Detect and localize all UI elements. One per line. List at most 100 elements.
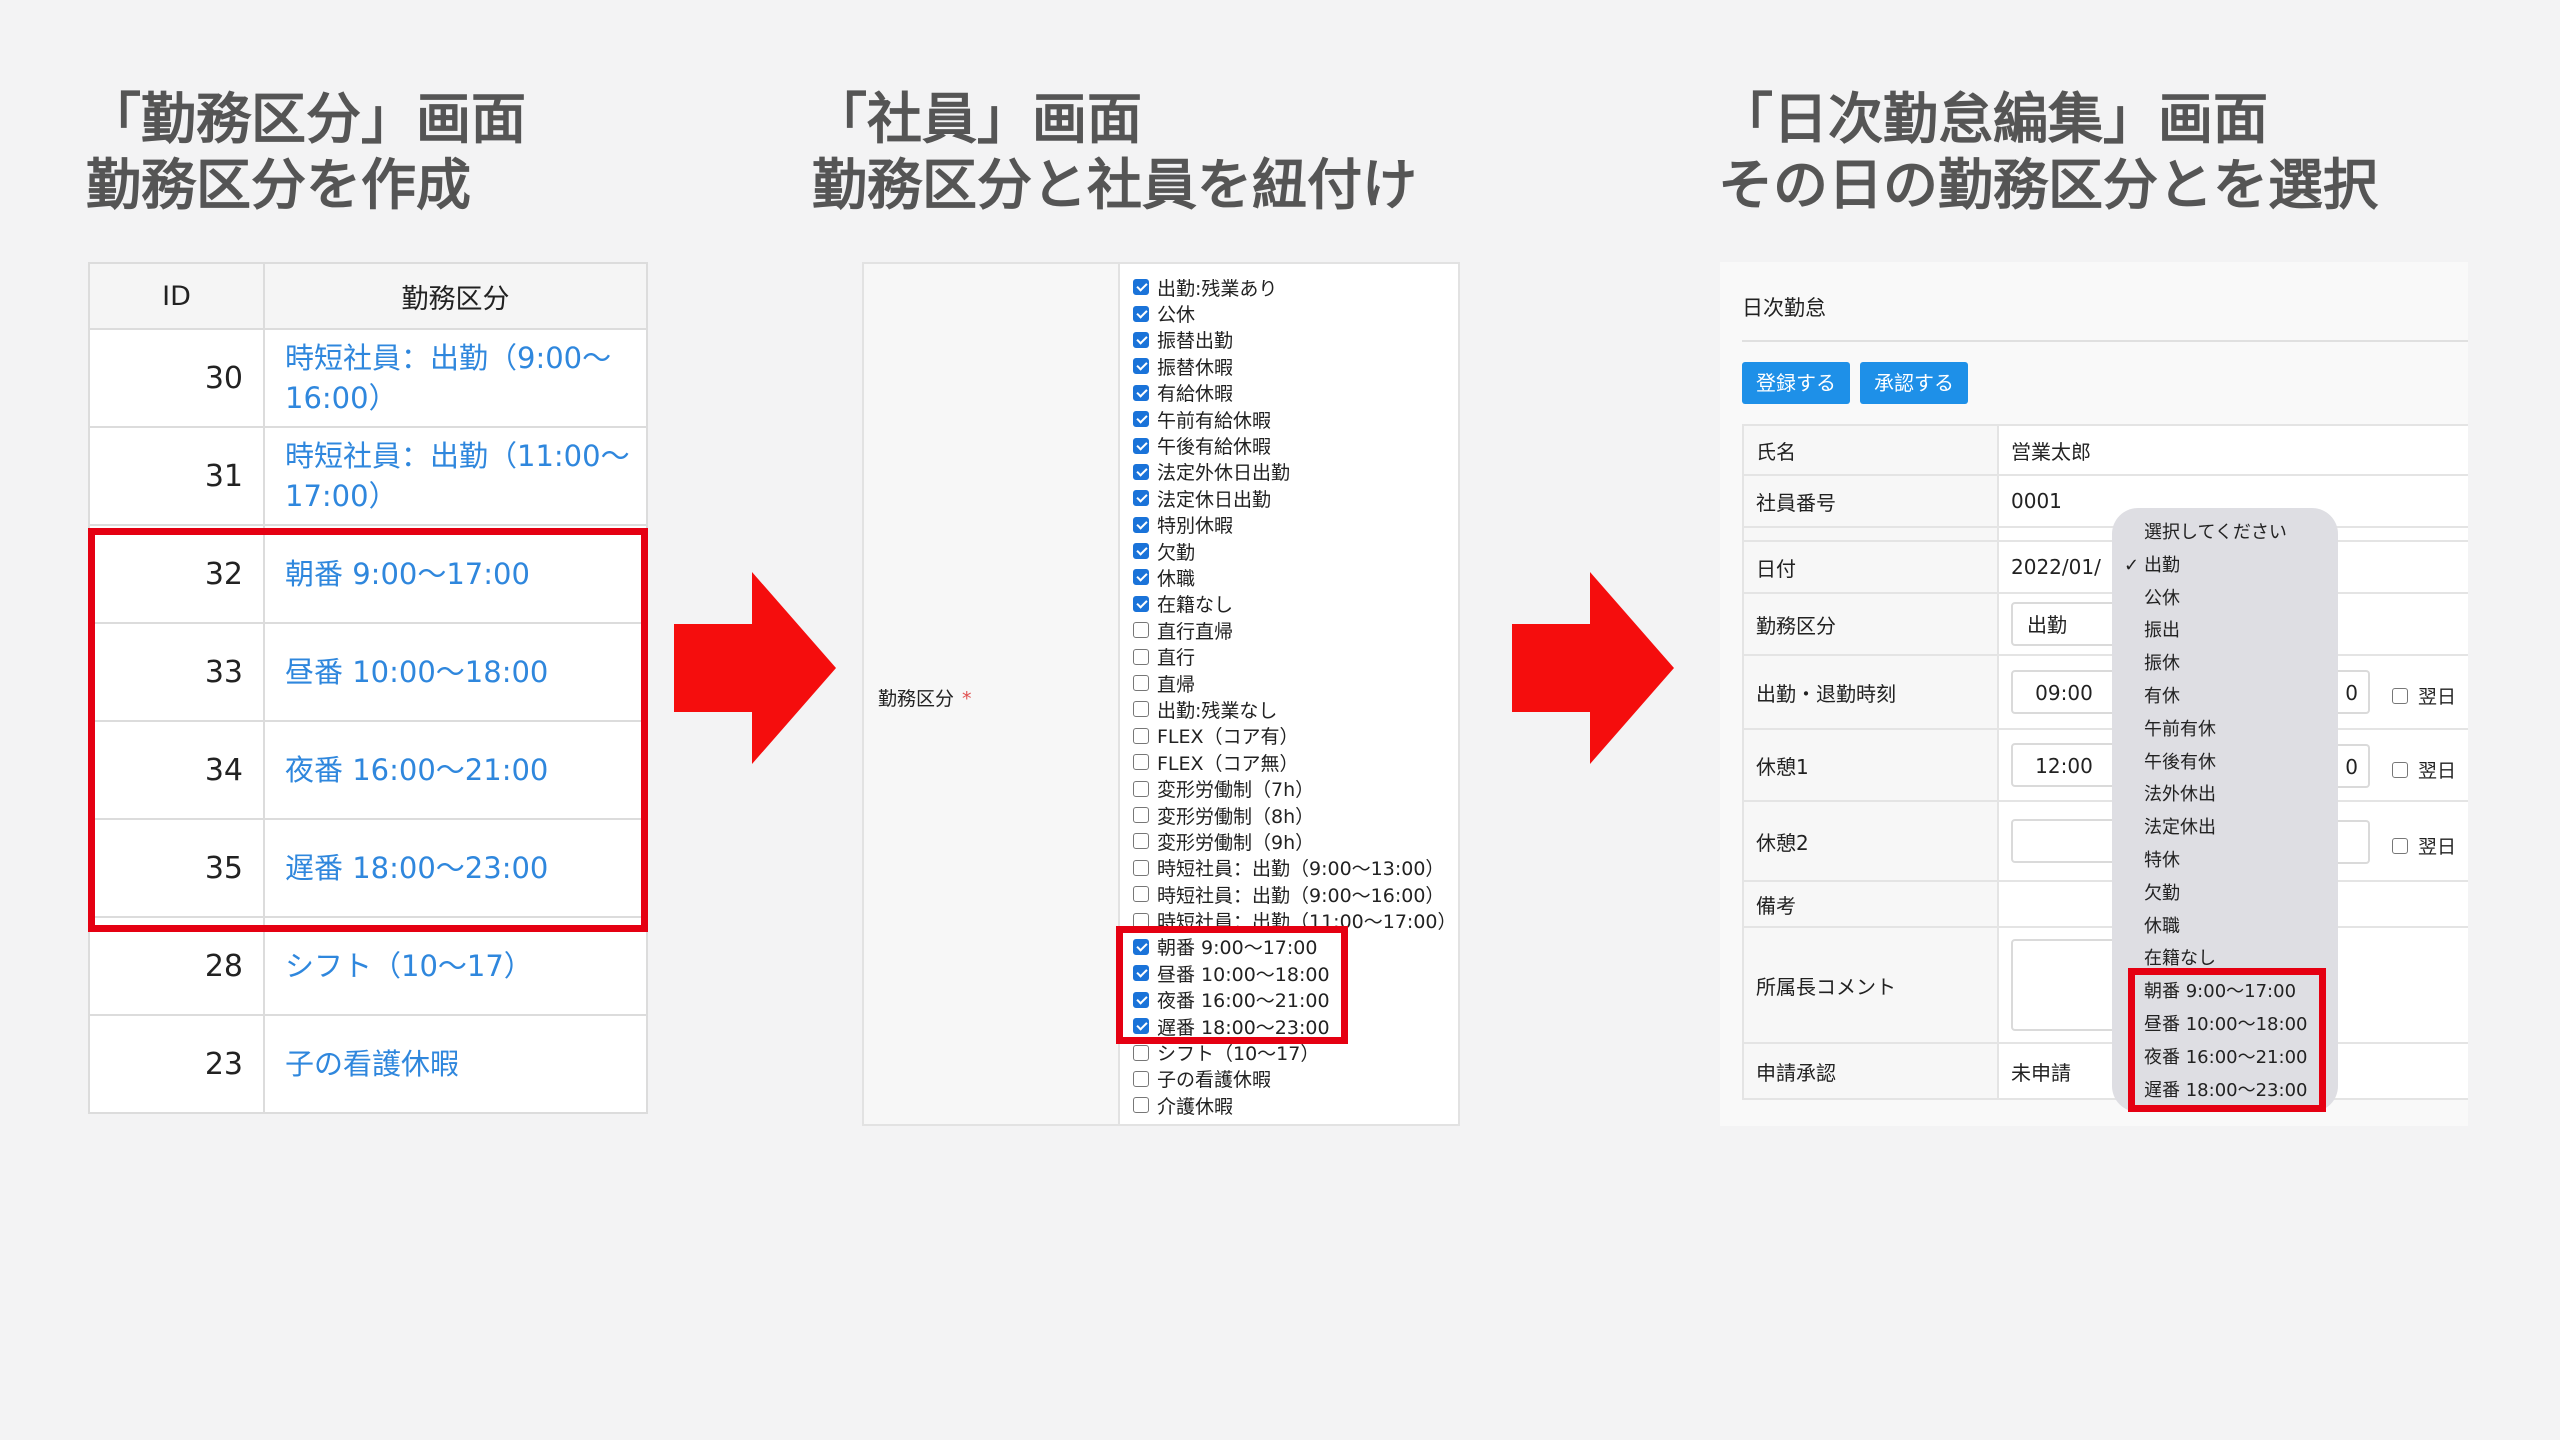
kinmu-checkbox-item[interactable]: 出勤:残業あり (1133, 274, 1457, 300)
checkbox[interactable] (2392, 837, 2408, 854)
kinmu-checkbox-item[interactable]: 昼番 10:00〜18:00 (1133, 960, 1457, 986)
checkbox-unchecked[interactable] (1133, 675, 1149, 692)
kinmu-checkbox-item[interactable]: 直行直帰 (1133, 617, 1457, 643)
checkbox-unchecked[interactable] (1133, 754, 1149, 771)
checkbox-unchecked[interactable] (1133, 833, 1149, 850)
checkbox-checked[interactable] (1133, 595, 1149, 612)
kinmu-link[interactable]: 時短社員：出勤（9:00〜16:00） (263, 328, 648, 428)
kinmu-link[interactable]: 夜番 16:00〜21:00 (263, 720, 648, 820)
kinmu-link[interactable]: 子の看護休暇 (263, 1014, 648, 1114)
kinmu-checkbox-item[interactable]: FLEX（コア有） (1133, 723, 1457, 749)
break2-start-input[interactable] (2011, 819, 2117, 863)
kinmu-checkbox-item[interactable]: 夜番 16:00〜21:00 (1133, 987, 1457, 1013)
next-day-checkbox-time[interactable]: 翌日 (2392, 682, 2456, 709)
kinmu-checkbox-item[interactable]: 特別休暇 (1133, 512, 1457, 538)
checkbox-checked[interactable] (1133, 543, 1149, 560)
break1-start-input[interactable]: 12:00 (2011, 743, 2117, 787)
dropdown-option[interactable]: 欠勤 (2112, 878, 2338, 911)
checkbox-checked[interactable] (1133, 938, 1149, 955)
dropdown-option[interactable]: 公休 (2112, 583, 2338, 616)
kinmu-checkbox-item[interactable]: 遅番 18:00〜23:00 (1133, 1013, 1457, 1039)
next-day-checkbox-break2[interactable]: 翌日 (2392, 832, 2456, 859)
dropdown-option[interactable]: 在籍なし (2112, 943, 2338, 976)
kinmu-link[interactable]: 昼番 10:00〜18:00 (263, 622, 648, 722)
checkbox-checked[interactable] (1133, 490, 1149, 507)
dropdown-option[interactable]: 遅番 18:00〜23:00 (2112, 1075, 2338, 1108)
checkbox-checked[interactable] (1133, 569, 1149, 586)
kinmu-checkbox-item[interactable]: 在籍なし (1133, 591, 1457, 617)
kinmu-checkbox-item[interactable]: 朝番 9:00〜17:00 (1133, 934, 1457, 960)
kinmu-checkbox-item[interactable]: 変形労働制（8h） (1133, 802, 1457, 828)
kinmu-checkbox-item[interactable]: 子の看護休暇 (1133, 1066, 1457, 1092)
dropdown-option[interactable]: 朝番 9:00〜17:00 (2112, 976, 2338, 1009)
kinmu-checkbox-item[interactable]: FLEX（コア無） (1133, 749, 1457, 775)
checkbox-checked[interactable] (1133, 411, 1149, 428)
dropdown-option[interactable]: 午前有休 (2112, 714, 2338, 747)
kinmu-checkbox-item[interactable]: 直行 (1133, 643, 1457, 669)
kinmu-checkbox-item[interactable]: 振替休暇 (1133, 353, 1457, 379)
dropdown-option[interactable]: 休職 (2112, 911, 2338, 944)
dropdown-option[interactable]: 振出 (2112, 615, 2338, 648)
kinmu-checkbox-item[interactable]: 変形労働制（9h） (1133, 828, 1457, 854)
checkbox-checked[interactable] (1133, 384, 1149, 401)
kinmu-checkbox-item[interactable]: 休職 (1133, 564, 1457, 590)
checkbox-checked[interactable] (1133, 437, 1149, 454)
checkbox-label: 在籍なし (1157, 594, 1234, 617)
kinmu-checkbox-item[interactable]: 時短社員：出勤（9:00〜16:00） (1133, 881, 1457, 907)
kinmu-checkbox-item[interactable]: 法定休日出勤 (1133, 485, 1457, 511)
approve-button[interactable]: 承認する (1860, 362, 1968, 404)
kinmu-checkbox-item[interactable]: 振替出勤 (1133, 327, 1457, 353)
dropdown-option[interactable]: 昼番 10:00〜18:00 (2112, 1009, 2338, 1042)
checkbox-unchecked[interactable] (1133, 1097, 1149, 1114)
checkbox[interactable] (2392, 687, 2408, 704)
checkbox-checked[interactable] (1133, 965, 1149, 982)
checkbox-unchecked[interactable] (1133, 859, 1149, 876)
checkbox-unchecked[interactable] (1133, 727, 1149, 744)
checkbox-unchecked[interactable] (1133, 648, 1149, 665)
dropdown-option[interactable]: ✓出勤 (2112, 550, 2338, 583)
kinmu-checkbox-item[interactable]: 変形労働制（7h） (1133, 775, 1457, 801)
kinmu-checkbox-item[interactable]: 有給休暇 (1133, 380, 1457, 406)
dropdown-option[interactable]: 有休 (2112, 681, 2338, 714)
dropdown-option[interactable]: 午後有休 (2112, 747, 2338, 780)
kinmu-checkbox-item[interactable]: 直帰 (1133, 670, 1457, 696)
checkbox-unchecked[interactable] (1133, 622, 1149, 639)
checkbox-checked[interactable] (1133, 991, 1149, 1008)
checkbox-unchecked[interactable] (1133, 886, 1149, 903)
checkbox-checked[interactable] (1133, 305, 1149, 322)
dropdown-option[interactable]: 夜番 16:00〜21:00 (2112, 1042, 2338, 1075)
checkbox-unchecked[interactable] (1133, 807, 1149, 823)
checkbox[interactable] (2392, 761, 2408, 778)
dropdown-option[interactable]: 法定休出 (2112, 812, 2338, 845)
kinmu-checkbox-item[interactable]: 出勤:残業なし (1133, 696, 1457, 722)
checkbox-unchecked[interactable] (1133, 780, 1149, 797)
kinmu-checkbox-item[interactable]: 法定外休日出勤 (1133, 459, 1457, 485)
kinmu-checkbox-item[interactable]: 午前有給休暇 (1133, 406, 1457, 432)
kinmu-checkbox-item[interactable]: 時短社員：出勤（9:00〜13:00） (1133, 855, 1457, 881)
checkbox-checked[interactable] (1133, 358, 1149, 375)
dropdown-option[interactable]: 振休 (2112, 648, 2338, 681)
checkbox-checked[interactable] (1133, 516, 1149, 533)
checkbox-unchecked[interactable] (1133, 1044, 1149, 1061)
kinmu-checkbox-item[interactable]: 欠勤 (1133, 538, 1457, 564)
kinmu-checkbox-item[interactable]: 公休 (1133, 300, 1457, 326)
kinmu-checkbox-item[interactable]: 介護休暇 (1133, 1092, 1457, 1118)
checkbox-checked[interactable] (1133, 279, 1149, 296)
checkbox-checked[interactable] (1133, 331, 1149, 348)
start-time-input[interactable]: 09:00 (2011, 670, 2117, 714)
kinmu-link[interactable]: 遅番 18:00〜23:00 (263, 818, 648, 918)
checkbox-checked[interactable] (1133, 1018, 1149, 1035)
dropdown-option[interactable]: 法外休出 (2112, 779, 2338, 812)
kinmu-link[interactable]: 時短社員：出勤（11:00〜17:00） (263, 426, 648, 526)
dropdown-option[interactable]: 特休 (2112, 845, 2338, 878)
checkbox-unchecked[interactable] (1133, 1070, 1149, 1087)
kinmu-link[interactable]: 朝番 9:00〜17:00 (263, 524, 648, 624)
kinmu-checkbox-item[interactable]: 午後有給休暇 (1133, 432, 1457, 458)
kinmu-link[interactable]: シフト（10〜17） (263, 916, 648, 1016)
checkbox-unchecked[interactable] (1133, 701, 1149, 718)
kinmu-checkbox-item[interactable]: シフト（10〜17） (1133, 1039, 1457, 1065)
register-button[interactable]: 登録する (1742, 362, 1850, 404)
checkbox-checked[interactable] (1133, 463, 1149, 480)
next-day-checkbox-break1[interactable]: 翌日 (2392, 756, 2456, 783)
